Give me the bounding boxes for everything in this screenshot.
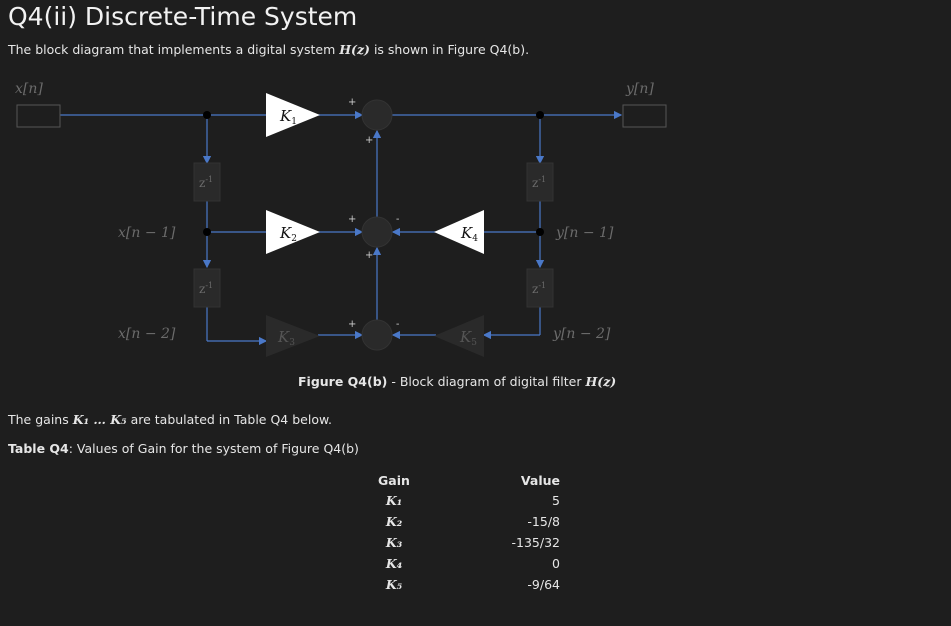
gains-note-before: The gains — [8, 412, 73, 427]
cell-value: -9/64 — [527, 577, 560, 592]
table-row: K₃ -135/32 — [360, 532, 560, 553]
svg-text:K3: K3 — [277, 328, 295, 348]
gain-k5-symbol: K — [459, 328, 472, 346]
page-title: Q4(ii) Discrete-Time System — [8, 2, 358, 31]
delay-exp: -1 — [538, 175, 546, 184]
svg-text:z-1: z-1 — [532, 281, 546, 296]
junction-output — [536, 111, 544, 119]
svg-text:K2: K2 — [279, 224, 297, 244]
gain-k3: K3 — [266, 315, 320, 357]
intro-math: H(z) — [339, 42, 370, 57]
delay-block-left-2: z-1 — [193, 268, 221, 308]
intro-after: is shown in Figure Q4(b). — [369, 42, 530, 57]
junction-y1 — [536, 228, 544, 236]
caption-math: H(z) — [585, 374, 617, 389]
gain-k3-symbol: K — [277, 328, 290, 346]
gain-k3-sub: 3 — [289, 338, 295, 348]
delay-z: z — [199, 282, 205, 296]
delay-z: z — [532, 176, 538, 190]
gain-k5-sub: 5 — [471, 338, 477, 348]
delay-block-right-1: z-1 — [526, 162, 554, 202]
output-label: y[n] — [625, 81, 654, 97]
sum-junction-3 — [361, 319, 393, 351]
table-title-bold: Table Q4 — [8, 441, 69, 456]
gain-k4: K4 — [434, 210, 484, 254]
cell-value: -15/8 — [527, 514, 560, 529]
gain-k4-symbol: K — [460, 224, 473, 242]
x1-label: x[n − 1] — [118, 225, 176, 241]
header-gain: Gain — [378, 472, 410, 488]
cell-value: 0 — [552, 556, 560, 571]
block-diagram: x[n] y[n] z-1 z-1 z-1 z-1 x[n − 1] x[n −… — [15, 81, 667, 357]
intro-before: The block diagram that implements a digi… — [8, 42, 340, 57]
svg-text:K1: K1 — [279, 107, 297, 127]
delay-exp: -1 — [205, 175, 213, 184]
caption-text: - Block diagram of digital filter — [387, 374, 586, 389]
gain-k1-sub: 1 — [291, 117, 297, 127]
figure-caption: Figure Q4(b) - Block diagram of digital … — [298, 374, 616, 389]
cell-gain: K₄ — [385, 556, 403, 571]
cell-gain: K₃ — [385, 535, 403, 550]
table-header-row: Gain Value — [360, 470, 560, 490]
cell-value: -135/32 — [511, 535, 561, 550]
cell-gain: K₅ — [385, 577, 403, 592]
sum-junction-2 — [361, 216, 393, 248]
cell-gain: K₁ — [385, 493, 403, 508]
sum-junction-1 — [361, 99, 393, 131]
table-title-text: : Values of Gain for the system of Figur… — [68, 441, 359, 456]
gain-k2-sub: 2 — [291, 234, 297, 244]
table-row: K₁ 5 — [360, 490, 560, 511]
gain-k1: K1 — [266, 93, 320, 137]
table-row: K₂ -15/8 — [360, 511, 560, 532]
input-box — [16, 104, 61, 128]
cell-gain: K₂ — [385, 514, 403, 529]
table-row: K₄ 0 — [360, 553, 560, 574]
input-label: x[n] — [15, 81, 43, 97]
y2-label: y[n − 2] — [552, 326, 611, 342]
gains-note: The gains K₁ … K₅ are tabulated in Table… — [8, 412, 332, 427]
junction-input — [203, 111, 211, 119]
x2-label: x[n − 2] — [118, 326, 176, 342]
delay-z: z — [199, 176, 205, 190]
gain-k2: K2 — [266, 210, 320, 254]
gains-note-math: K₁ … K₅ — [72, 412, 127, 427]
svg-text:z-1: z-1 — [532, 175, 546, 190]
intro-text: The block diagram that implements a digi… — [8, 42, 529, 57]
delay-exp: -1 — [538, 281, 546, 290]
sign-sum2-right: - — [396, 214, 399, 225]
sign-sum3-right: - — [396, 319, 399, 330]
caption-bold: Figure Q4(b) — [298, 374, 388, 389]
svg-text:K5: K5 — [459, 328, 477, 348]
gain-k4-sub: 4 — [472, 234, 478, 244]
delay-block-right-2: z-1 — [526, 268, 554, 308]
sign-sum3-left: + — [348, 319, 356, 330]
junction-x1 — [203, 228, 211, 236]
svg-text:z-1: z-1 — [199, 175, 213, 190]
svg-text:K4: K4 — [460, 224, 478, 244]
gain-k1-symbol: K — [279, 107, 292, 125]
sign-sum2-bottom: + — [365, 250, 373, 261]
output-box — [622, 104, 667, 128]
gain-k5: K5 — [434, 315, 484, 357]
sign-sum1-bottom: + — [365, 135, 373, 146]
header-value: Value — [520, 472, 560, 488]
y1-label: y[n − 1] — [555, 225, 614, 241]
delay-z: z — [532, 282, 538, 296]
gains-table: Gain Value K₁ 5 K₂ -15/8 K₃ -135/32 K₄ 0… — [360, 470, 560, 595]
sign-sum1-left: + — [348, 97, 356, 108]
table-row: K₅ -9/64 — [360, 574, 560, 595]
sign-sum2-left: + — [348, 214, 356, 225]
gain-k2-symbol: K — [279, 224, 292, 242]
svg-text:z-1: z-1 — [199, 281, 213, 296]
table-title: Table Q4: Values of Gain for the system … — [8, 441, 359, 456]
delay-exp: -1 — [205, 281, 213, 290]
cell-value: 5 — [552, 493, 560, 508]
gains-note-after: are tabulated in Table Q4 below. — [126, 412, 333, 427]
delay-block-left-1: z-1 — [193, 162, 221, 202]
